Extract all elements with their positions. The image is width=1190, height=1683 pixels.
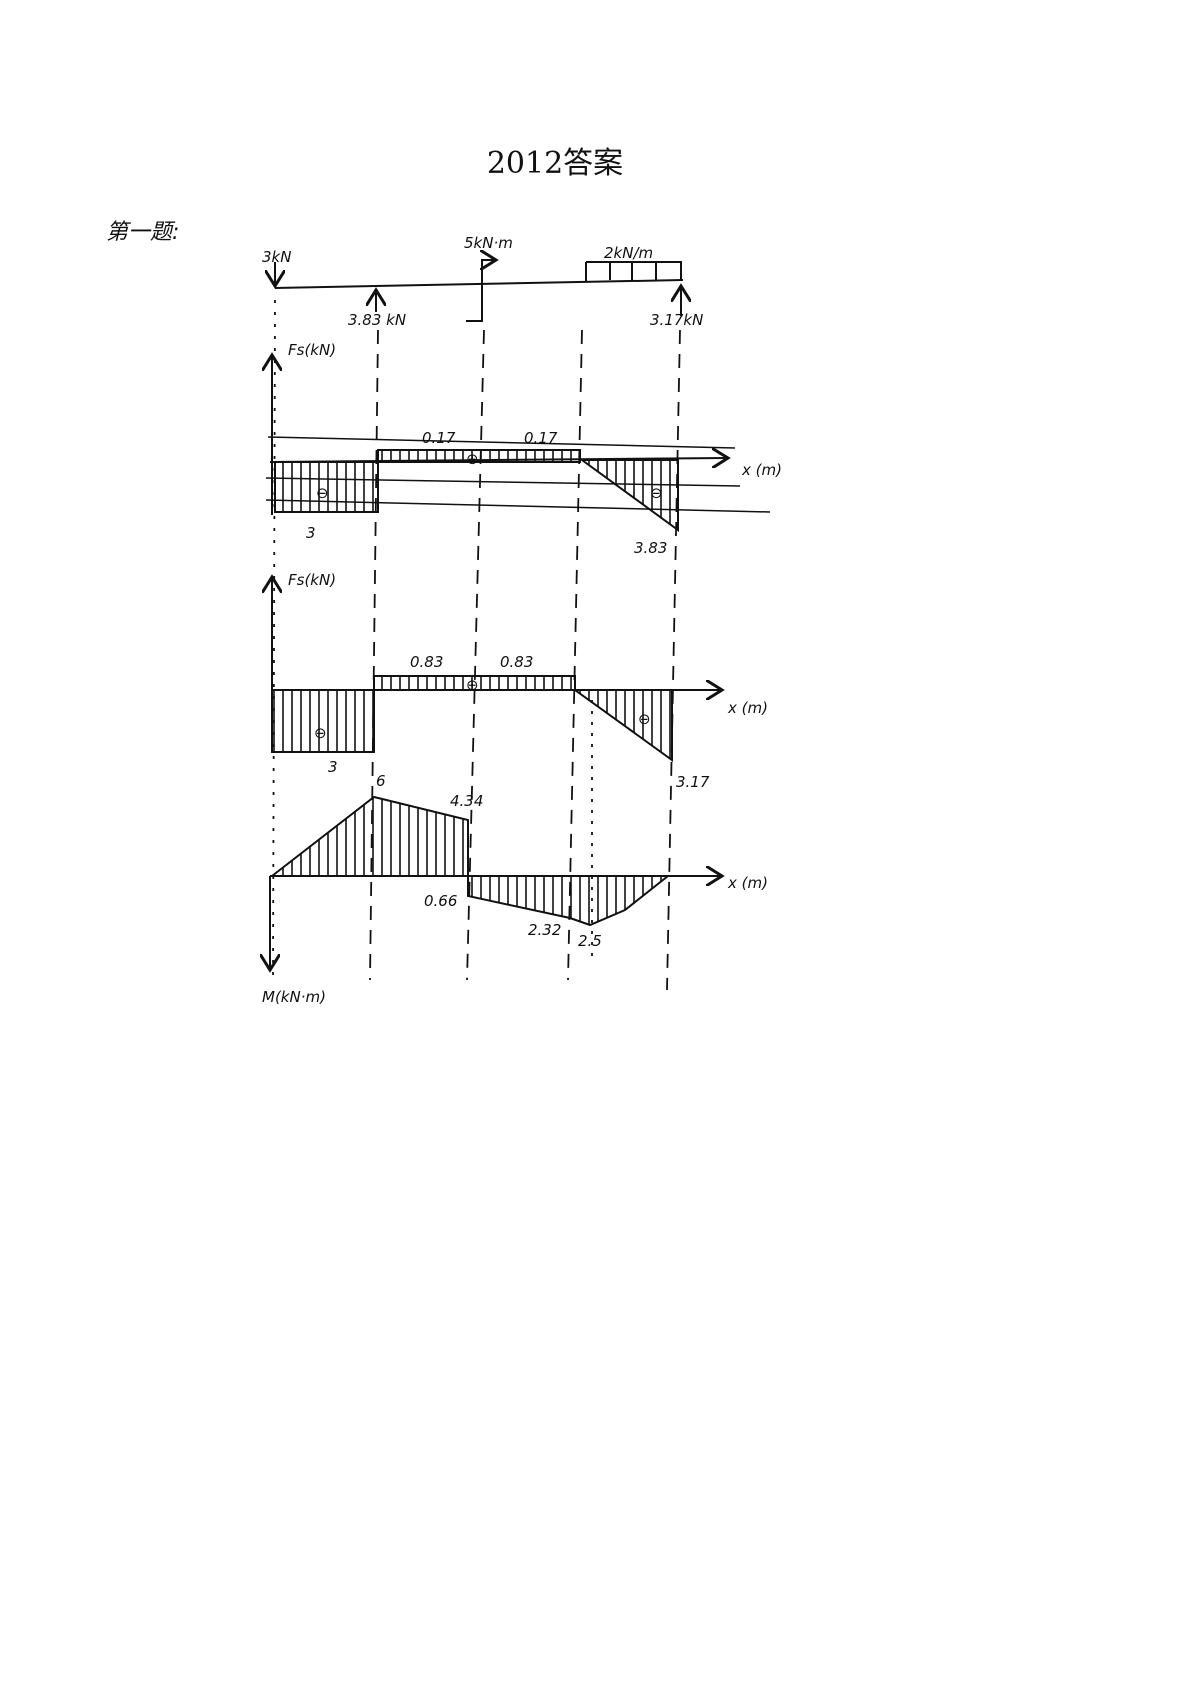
- diagram-label: x (m): [727, 874, 768, 892]
- diagram-label: 4.34: [450, 792, 483, 810]
- diagram-label: 2.5: [578, 932, 602, 950]
- diagram-label: 3.17kN: [650, 311, 703, 329]
- diagram-label: ⊕: [466, 676, 479, 694]
- diagram-label: Fs(kN): [288, 341, 336, 359]
- diagram-label: ⊖: [316, 484, 329, 502]
- shear-diagram: [272, 577, 722, 762]
- diagram-label: 3: [328, 758, 338, 776]
- diagram-label: 0.83: [500, 653, 533, 671]
- question-label: 第一题:: [106, 220, 180, 245]
- diagram-label: 6: [376, 772, 386, 790]
- diagram-label: M(kN·m): [262, 988, 326, 1006]
- diagram-label: 3: [306, 524, 316, 542]
- diagram-label: 0.17: [422, 429, 456, 447]
- diagram-label: 5kN·m: [464, 234, 513, 252]
- diagram-label: 3.83 kN: [348, 311, 406, 329]
- diagram-label: ⊖: [650, 484, 663, 502]
- beam: [275, 260, 683, 322]
- diagram-label: 2kN/m: [604, 244, 653, 262]
- diagram-label: 3.17: [676, 773, 710, 791]
- diagram-label: 0.17: [524, 429, 558, 447]
- diagram-label: 3.83: [634, 539, 667, 557]
- moment-diagram: [270, 795, 722, 970]
- moment-load-icon: [466, 260, 496, 322]
- distributed-load-icon: [585, 261, 682, 282]
- diagram-label: ⊖: [314, 724, 327, 742]
- diagram-label: 0.66: [424, 892, 457, 910]
- diagram-label: Fs(kN): [288, 571, 336, 589]
- diagram-label: x (m): [727, 699, 768, 717]
- diagram-label: 0.83: [410, 653, 443, 671]
- shear-draft-diagram: [266, 355, 771, 532]
- diagram-label: 3kN: [262, 248, 291, 266]
- diagram-label: ⊕: [466, 450, 479, 468]
- page-title: 2012答案: [486, 146, 624, 181]
- diagram-label: x (m): [741, 461, 782, 479]
- diagram-label: ⊖: [638, 710, 651, 728]
- diagram-label: 2.32: [528, 921, 561, 939]
